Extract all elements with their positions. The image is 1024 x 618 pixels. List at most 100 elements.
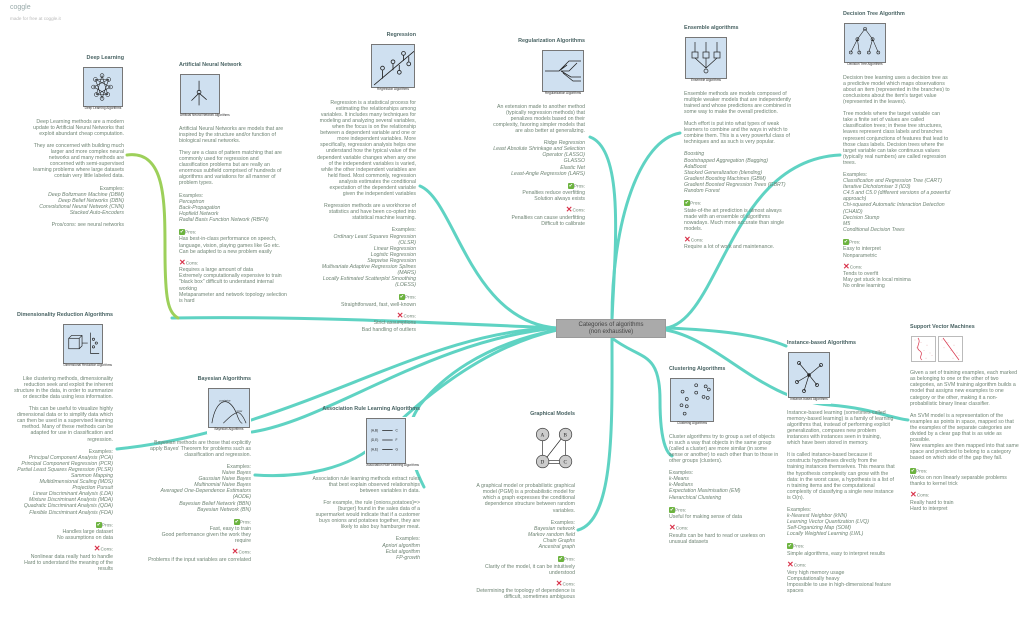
example-item[interactable]: Sammon Mapping xyxy=(70,473,113,479)
example-item[interactable]: Ordinary Least Squares Regression (OLSR) xyxy=(333,233,416,246)
pros-header: ✔Pros: xyxy=(316,294,416,301)
example-item[interactable]: Multidimensional Scaling (MDS) xyxy=(39,479,113,486)
example-item[interactable]: Stepwise Regression xyxy=(367,257,416,264)
example-item[interactable]: Chain Graphs xyxy=(542,537,575,544)
section-title[interactable]: Instance-based Algorithms xyxy=(787,340,856,346)
central-node[interactable]: Categories of algorithms (non exhaustive… xyxy=(556,319,666,338)
example-item[interactable]: Elastic Net xyxy=(560,164,585,171)
section-title[interactable]: Bayesian Algorithms xyxy=(197,376,251,382)
example-item[interactable]: Least-Angle Regression (LARS) xyxy=(511,170,585,177)
image-caption: Regression Algorithms xyxy=(377,87,409,92)
pros-header: ✔Pros: xyxy=(684,200,792,207)
section-title[interactable]: Regularization Algorithms xyxy=(518,38,585,44)
example-item[interactable]: Random Forest xyxy=(684,188,720,194)
example-item[interactable]: Iterative Dichotomiser 3 (ID3) xyxy=(843,184,911,191)
example-item[interactable]: AdaBoost xyxy=(684,163,707,170)
example-item[interactable]: Naive Bayes xyxy=(221,470,251,477)
example-item[interactable]: Principal Component Regression (PCR) xyxy=(21,460,113,467)
section-title[interactable]: Clustering Algorithms xyxy=(669,366,726,372)
example-item[interactable]: Bayesian network xyxy=(534,525,575,532)
example-item[interactable]: Bayesian Belief Network (BBN) xyxy=(179,500,251,507)
example-item[interactable]: Partial Least Squares Regression (PLSR) xyxy=(17,466,113,473)
example-item[interactable]: Principal Component Analysis (PCA) xyxy=(28,454,113,461)
example-item[interactable]: k-Medians xyxy=(669,482,693,489)
example-item[interactable]: Multinomial Naive Bayes xyxy=(194,482,251,489)
example-item[interactable]: Self-Organizing Map (SOM) xyxy=(787,525,851,532)
example-item[interactable]: Least Absolute Shrinkage and Selection O… xyxy=(493,146,585,159)
example-item[interactable]: FP-growth xyxy=(396,554,420,561)
section-title[interactable]: Ensemble algorithms xyxy=(684,25,739,31)
example-item[interactable]: Convolutional Neural Network (CNN) xyxy=(39,203,124,210)
example-item[interactable]: Classification and Regression Tree (CART… xyxy=(843,178,942,185)
example-item[interactable]: GLASSO xyxy=(563,158,585,165)
example-item[interactable]: Logistic Regression xyxy=(370,251,416,258)
example-item[interactable]: Conditional Decision Trees xyxy=(843,226,905,233)
section-title[interactable]: Decision Tree Algorithm xyxy=(843,11,905,17)
example-item[interactable]: Quadratic Discriminant Analysis (QDA) xyxy=(23,503,113,510)
pros-item: Straightforward, fast, well-known xyxy=(341,301,416,308)
image-caption: Clustering Algorithms xyxy=(676,421,708,426)
example-item[interactable]: Bayesian Network (BN) xyxy=(197,506,251,513)
cons-item: Computationally heavy xyxy=(787,575,840,582)
section-description: This can be useful to visualize highly d… xyxy=(16,406,113,443)
section-title[interactable]: Graphical Models xyxy=(530,411,575,417)
example-item[interactable]: Expectation Maximisation (EM) xyxy=(669,488,741,495)
example-item[interactable]: Deep Belief Networks (DBN) xyxy=(58,197,124,204)
example-item[interactable]: Radial Basis Function Network (RBFN) xyxy=(179,216,269,223)
svg-text:A: A xyxy=(541,433,545,439)
example-item[interactable]: Deep Boltzmann Machine (DBM) xyxy=(48,191,124,198)
example-item[interactable]: C4.5 and C5.0 (different versions of a p… xyxy=(843,190,951,203)
cross-icon: ✕ xyxy=(565,205,573,215)
example-item[interactable]: Boosting xyxy=(684,151,705,158)
section-title[interactable]: Regression xyxy=(386,32,416,38)
example-item[interactable]: Flexible Discriminant Analysis (FDA) xyxy=(29,509,113,516)
example-item[interactable]: Bootstrapped Aggregation (Bagging) xyxy=(684,157,769,164)
section-title[interactable]: Association Rule Learning Algorithms xyxy=(322,406,420,412)
example-item[interactable]: Ancestral graph xyxy=(538,544,575,551)
example-item[interactable]: k-Nearest Neighbor (kNN) xyxy=(787,513,847,520)
example-item[interactable]: Hopfield Network xyxy=(179,210,219,217)
cons-item: Very high memory usage xyxy=(787,569,845,576)
example-item[interactable]: Ridge Regression xyxy=(543,140,585,147)
ensemble-icon xyxy=(685,37,727,80)
example-item[interactable]: Apriori algorithm xyxy=(382,542,420,549)
example-item[interactable]: Locally Estimated Scatterplot Smoothing … xyxy=(322,276,416,289)
branch-deep xyxy=(125,153,180,320)
example-item[interactable]: Hierarchical Clustering xyxy=(669,494,722,501)
pros-item: Penalties reduce overfitting xyxy=(522,190,585,197)
example-item[interactable]: Linear Discriminant Analysis (LDA) xyxy=(33,491,113,498)
cons-header: ✕Cons: xyxy=(684,235,792,244)
section-title[interactable]: Deep Learning xyxy=(86,55,124,61)
example-item[interactable]: Averaged One-Dependence Estimators (AODE… xyxy=(160,488,251,501)
example-item[interactable]: Chi-squared Automatic Interaction Detect… xyxy=(843,202,945,215)
example-item[interactable]: Gaussian Naive Bayes xyxy=(198,476,251,483)
example-item[interactable]: Mixture Discriminant Analysis (MDA) xyxy=(29,497,113,504)
cons-block: ✕Cons:Problems if the input variables ar… xyxy=(145,548,251,563)
example-item[interactable]: Decision Stump xyxy=(843,214,880,221)
example-item[interactable]: Stacked Auto-Encoders xyxy=(69,209,124,216)
cons-block: ✕Cons:Require a lot of work and maintena… xyxy=(684,235,792,251)
section-title[interactable]: Artificial Neural Network xyxy=(179,62,242,68)
example-item[interactable]: Gradient Boosted Regression Trees (GBRT) xyxy=(684,181,786,188)
example-item[interactable]: Stacked Generalization (blending) xyxy=(684,169,763,176)
section-image: Clustering Algorithms xyxy=(669,377,715,428)
example-item[interactable]: Locally Weighted Learning (LWL) xyxy=(787,531,864,538)
section-title[interactable]: Dimensionality Reduction Algorithms xyxy=(17,312,113,318)
example-item[interactable]: Linear Regression xyxy=(373,245,416,252)
example-item[interactable]: Perceptron xyxy=(179,198,205,205)
example-item[interactable]: Learning Vector Quantization (LVQ) xyxy=(787,519,869,526)
section-description: Given a set of training examples, each m… xyxy=(910,370,1017,407)
cons-header: ✕Cons: xyxy=(669,524,779,532)
example-item[interactable]: Markov random field xyxy=(528,531,575,538)
example-item[interactable]: Gradient Boosting Machines (GBM) xyxy=(684,175,766,182)
example-item[interactable]: Multivariate Adaptive Regression Splines… xyxy=(321,264,416,277)
example-item[interactable]: M5 xyxy=(843,220,851,227)
pros-item: Nonparametric xyxy=(843,252,878,259)
example-item[interactable]: Back-Propagation xyxy=(179,204,221,211)
example-item[interactable]: k-Means xyxy=(669,476,689,483)
example-item[interactable]: Eclat algorithm xyxy=(385,548,420,555)
example-item[interactable]: Projection Pursuit xyxy=(72,485,113,492)
section-title[interactable]: Support Vector Machines xyxy=(910,324,975,330)
